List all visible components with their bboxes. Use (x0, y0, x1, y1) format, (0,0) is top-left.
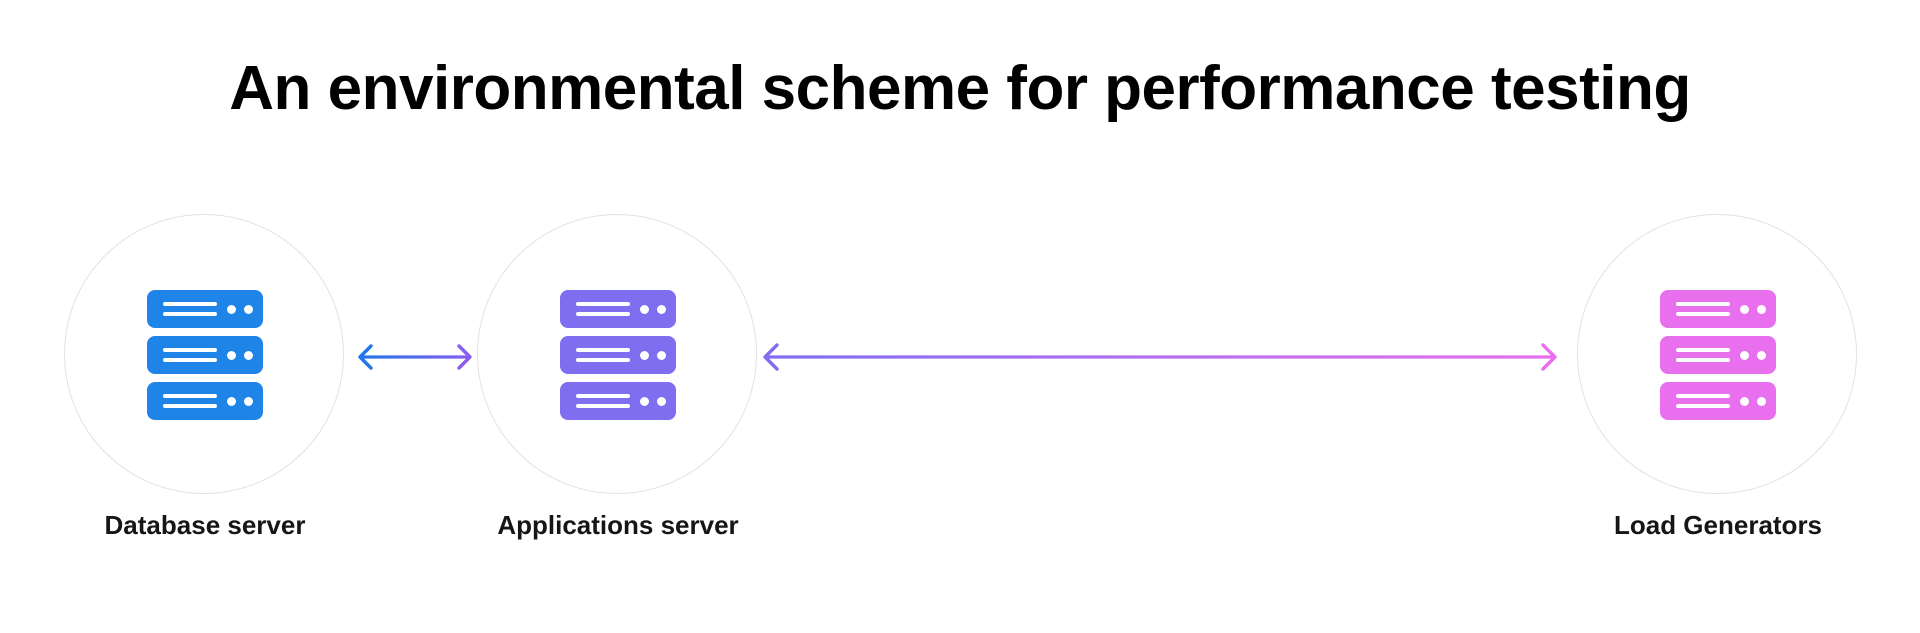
rack-led-dot (1757, 397, 1766, 406)
rack-bar (163, 302, 217, 306)
rack-led-dot (227, 397, 236, 406)
rack-led-dot (244, 305, 253, 314)
rack-bar (1676, 302, 1730, 306)
rack-bar (576, 312, 630, 316)
rack-bar (1676, 348, 1730, 352)
rack-led-dot (1740, 305, 1749, 314)
rack-bar (1676, 394, 1730, 398)
rack-bar (576, 302, 630, 306)
rack-unit (147, 382, 263, 420)
rack-bar (163, 404, 217, 408)
rack-led-dot (640, 351, 649, 360)
rack-unit (1660, 382, 1776, 420)
rack-led-dot (657, 305, 666, 314)
rack-led-dot (657, 397, 666, 406)
server-rack-icon (560, 290, 676, 420)
rack-led-dot (1740, 351, 1749, 360)
server-rack-icon (147, 290, 263, 420)
connector-applications-to-load-generators (760, 334, 1560, 380)
rack-bar (1676, 358, 1730, 362)
rack-unit (147, 336, 263, 374)
node-database-server[interactable]: Database server (64, 214, 346, 540)
rack-unit (560, 290, 676, 328)
page-title: An environmental scheme for performance … (229, 54, 1691, 123)
node-applications-server[interactable]: Applications server (477, 214, 759, 540)
rack-led-dot (244, 397, 253, 406)
rack-led-dot (1757, 305, 1766, 314)
node-load-generators[interactable]: Load Generators (1577, 214, 1859, 540)
rack-unit (147, 290, 263, 328)
rack-led-dot (640, 305, 649, 314)
rack-bar (1676, 404, 1730, 408)
rack-led-dot (227, 351, 236, 360)
rack-bar (163, 358, 217, 362)
rack-led-dot (227, 305, 236, 314)
node-label-load-generators: Load Generators (1613, 510, 1823, 540)
rack-led-dot (640, 397, 649, 406)
rack-unit (560, 336, 676, 374)
rack-bar (576, 348, 630, 352)
node-label-database-server: Database server (104, 510, 306, 540)
rack-unit (1660, 336, 1776, 374)
connector-database-to-applications (355, 334, 475, 380)
rack-bar (163, 348, 217, 352)
rack-led-dot (244, 351, 253, 360)
node-label-applications-server: Applications server (497, 510, 739, 540)
rack-led-dot (657, 351, 666, 360)
rack-bar (163, 394, 217, 398)
rack-unit (560, 382, 676, 420)
rack-bar (163, 312, 217, 316)
server-rack-icon (1660, 290, 1776, 420)
rack-unit (1660, 290, 1776, 328)
rack-led-dot (1740, 397, 1749, 406)
rack-led-dot (1757, 351, 1766, 360)
rack-bar (576, 394, 630, 398)
rack-bar (576, 404, 630, 408)
rack-bar (1676, 312, 1730, 316)
rack-bar (576, 358, 630, 362)
